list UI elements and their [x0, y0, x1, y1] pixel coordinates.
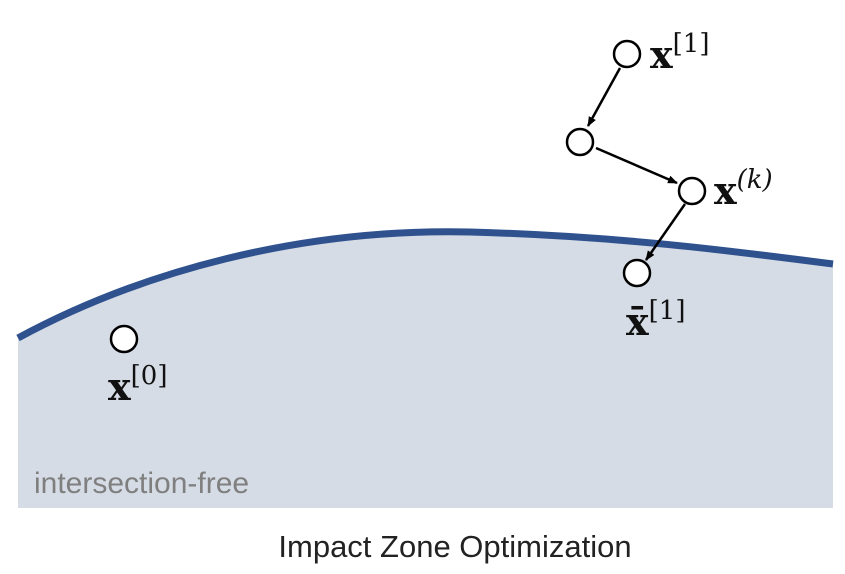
- label-x1-sup: [1]: [673, 29, 710, 59]
- arrow-x1-to-intermediate: [586, 67, 622, 127]
- diagram-caption: Impact Zone Optimization: [278, 529, 631, 564]
- arrow-xk-to-xbar1: [644, 203, 687, 261]
- label-x1-base: x: [650, 32, 673, 77]
- label-xk-sup: (k): [737, 165, 773, 195]
- label-x0-sup: [0]: [131, 361, 168, 391]
- label-x0-base: x: [108, 364, 131, 409]
- label-xk: x(k): [714, 165, 773, 213]
- region-boundary-curve: [16, 228, 834, 342]
- label-xbar1: x̄[1]: [626, 296, 686, 344]
- node-intermediate: [565, 127, 595, 157]
- label-xbar1-base: x̄: [626, 299, 649, 344]
- arrow-intermediate-to-xk: [595, 146, 678, 185]
- label-xbar1-sup: [1]: [649, 296, 686, 326]
- node-x1: [612, 39, 642, 69]
- node-x0: [109, 324, 139, 354]
- node-xk: [677, 176, 707, 206]
- label-x0: x[0]: [108, 361, 168, 409]
- label-xk-base: x: [714, 168, 737, 213]
- node-xbar1: [622, 258, 652, 288]
- label-x1: x[1]: [650, 29, 710, 77]
- region-label: intersection-free: [34, 467, 249, 500]
- intersection-free-region: [18, 231, 833, 508]
